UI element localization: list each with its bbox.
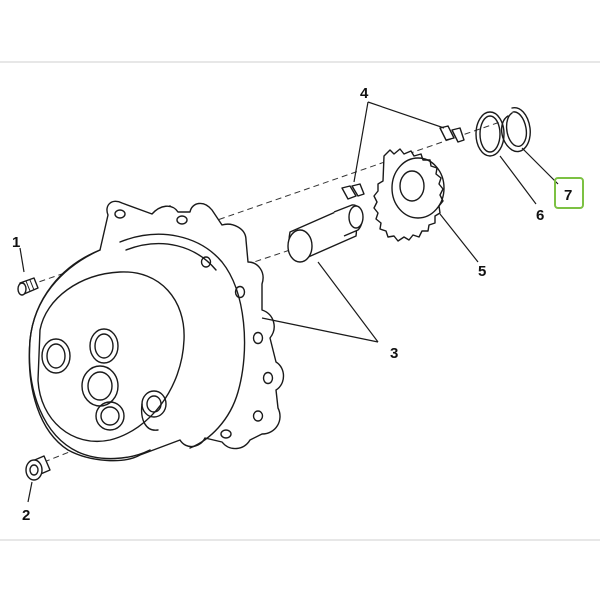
plug-part-2 xyxy=(25,455,51,481)
callout-3: 3 xyxy=(390,345,398,362)
drawing-frame xyxy=(0,61,600,541)
snap-ring-part-7 xyxy=(501,107,531,153)
callout-6: 6 xyxy=(536,207,544,224)
pins-part-4 xyxy=(341,125,465,200)
callout-7: 7 xyxy=(564,187,572,204)
callout-4: 4 xyxy=(360,85,369,102)
callout-2: 2 xyxy=(22,507,30,524)
callout-1: 1 xyxy=(12,234,20,251)
gear-part-5 xyxy=(373,148,445,242)
leader-lines xyxy=(19,101,559,503)
ring-part-6 xyxy=(475,111,505,157)
hub-housing xyxy=(28,200,285,462)
callout-labels: 1 2 3 4 5 6 7 xyxy=(12,85,584,524)
bolt-part-1 xyxy=(17,277,39,296)
shaft-part-3 xyxy=(287,204,364,263)
callout-5: 5 xyxy=(478,263,486,280)
highlight-box xyxy=(554,177,584,209)
